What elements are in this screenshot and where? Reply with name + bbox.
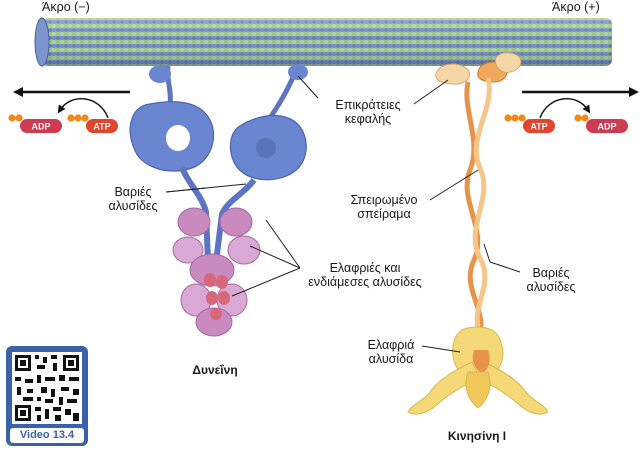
light-intermediate-chains-label: Ελαφριές και ενδιάμεσες αλυσίδες: [300, 261, 430, 289]
kinesin-heavy-chains-label: Βαριές αλυσίδες: [518, 266, 584, 294]
head-domains-label: Επικράτειες κεφαλής: [322, 98, 414, 126]
kinesin-atp-pill: ATP: [504, 114, 555, 133]
light-chain-line-2: αλυσίδα: [368, 352, 414, 366]
coiled-coil-line-2: σπείραμα: [357, 207, 411, 221]
head-domains-line-1: Επικράτειες: [335, 98, 401, 112]
dynein-atp-pill: ATP: [67, 114, 118, 133]
coiled-coil-line-1: Σπειρωμένο: [350, 193, 418, 207]
light-intermediate-line-2: ενδιάμεσες αλυσίδες: [308, 275, 422, 289]
dynein-heavy-chains-line-1: Βαριές: [114, 185, 152, 199]
light-intermediate-line-1: Ελαφριές και: [329, 261, 401, 275]
dynein-molecule: [129, 64, 308, 337]
video-caption[interactable]: Video 13.4: [10, 428, 84, 443]
dynein-heavy-chains-line-2: αλυσίδες: [108, 199, 158, 213]
adp-label-right: ADP: [597, 122, 616, 132]
atp-label-right: ATP: [530, 122, 547, 132]
adp-label-left: ADP: [31, 122, 50, 132]
plus-end-label: Άκρο (+): [552, 0, 600, 14]
kinesin-adp-pill: ADP: [574, 114, 628, 133]
dynein-heavy-chains-label: Βαριές αλυσίδες: [100, 185, 166, 213]
kinesin-heavy-chains-line-1: Βαριές: [532, 266, 570, 280]
microtubule: [34, 17, 612, 67]
minus-end-label: Άκρο (−): [42, 0, 90, 14]
kinesin-title: Κινησίνη Ι: [447, 429, 507, 443]
leader-lines: [165, 75, 521, 353]
light-chain-line-1: Ελαφριά: [367, 338, 415, 352]
head-domains-line-2: κεφαλής: [344, 112, 392, 126]
dynein-adp-pill: ADP: [8, 114, 62, 133]
coiled-coil-label: Σπειρωμένο σπείραμα: [336, 193, 432, 221]
kinesin-molecule: [407, 52, 549, 415]
dynein-hydrolysis-curve: [57, 97, 109, 119]
kinesin-heavy-chains-line-2: αλυσίδες: [526, 280, 576, 294]
light-chain-label: Ελαφριά αλυσίδα: [360, 338, 422, 366]
qr-code[interactable]: [6, 346, 88, 446]
dynein-title: Δυνεΐνη: [192, 363, 238, 377]
kinesin-hydrolysis-curve: [539, 97, 591, 119]
atp-label-left: ATP: [93, 122, 110, 132]
